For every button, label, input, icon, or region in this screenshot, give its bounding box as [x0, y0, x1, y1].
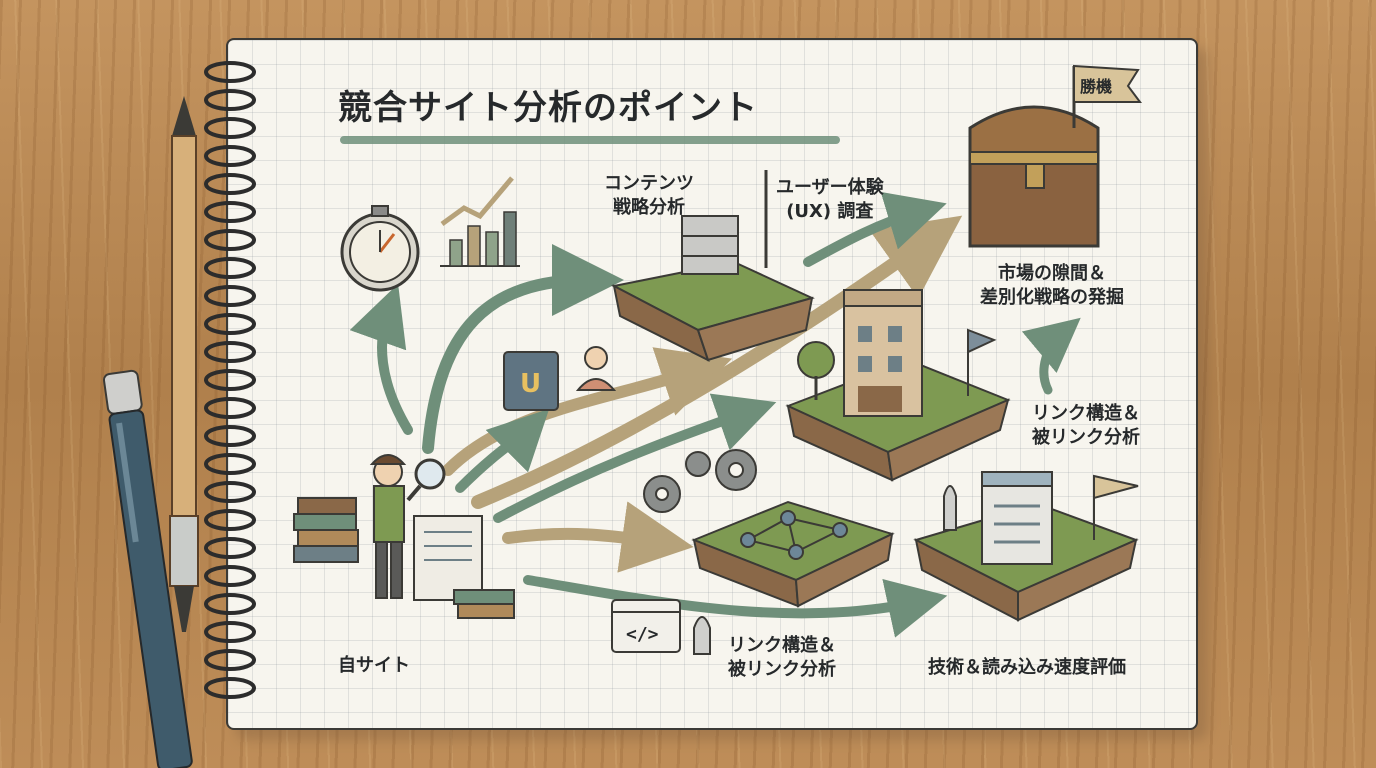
- label-ux-research: ユーザー体験 (UX) 調査: [776, 176, 884, 224]
- network-island: [694, 502, 892, 606]
- label-link-analysis-bottom-line1: リンク構造＆: [728, 634, 836, 658]
- label-market-gap: 市場の隙間＆ 差別化戦略の発掘: [980, 262, 1124, 310]
- label-ux-research-line1: ユーザー体験: [776, 176, 884, 200]
- growth-chart-icon: [440, 178, 520, 266]
- label-link-analysis-right-line2: 被リンク分析: [1032, 426, 1140, 450]
- label-market-gap-line2: 差別化戦略の発掘: [980, 286, 1124, 310]
- arrow-to-stopwatch: [382, 312, 408, 430]
- notebook-page: 競合サイト分析のポイント: [226, 38, 1198, 730]
- label-market-gap-line1: 市場の隙間＆: [980, 262, 1124, 286]
- small-rocket-shape: [694, 617, 710, 654]
- code-glyph: </>: [626, 624, 659, 645]
- block-letter: U: [520, 369, 541, 399]
- label-link-analysis-bottom: リンク構造＆ 被リンク分析: [728, 634, 836, 682]
- label-content-strategy: コンテンツ 戦略分析: [604, 172, 694, 220]
- pen-icon: [96, 360, 206, 768]
- treasure-chest-icon: 勝機: [970, 66, 1140, 246]
- stopwatch-icon: [342, 206, 418, 290]
- magnifier-shape: [416, 460, 444, 488]
- label-link-analysis-right-line1: リンク構造＆: [1032, 402, 1140, 426]
- tech-island: [916, 472, 1138, 620]
- label-content-strategy-line2: 戦略分析: [604, 196, 694, 220]
- arrow-up-right: [1044, 335, 1060, 390]
- own-site-person: [294, 455, 514, 618]
- illustration-layer: U: [228, 40, 1196, 728]
- label-link-analysis-right: リンク構造＆ 被リンク分析: [1032, 402, 1140, 450]
- gears-icon: [644, 450, 756, 512]
- label-tech-speed: 技術＆読み込み速度評価: [928, 656, 1126, 680]
- arrow-to-tech-island: [528, 580, 918, 613]
- label-ux-research-line2: (UX) 調査: [776, 200, 884, 224]
- label-link-analysis-bottom-line2: 被リンク分析: [728, 658, 836, 682]
- label-own-site: 自サイト: [338, 654, 410, 678]
- rocket-shape: [944, 486, 956, 530]
- arrow-to-network: [508, 534, 658, 542]
- flag-label: 勝機: [1080, 77, 1112, 96]
- label-content-strategy-line1: コンテンツ: [604, 172, 694, 196]
